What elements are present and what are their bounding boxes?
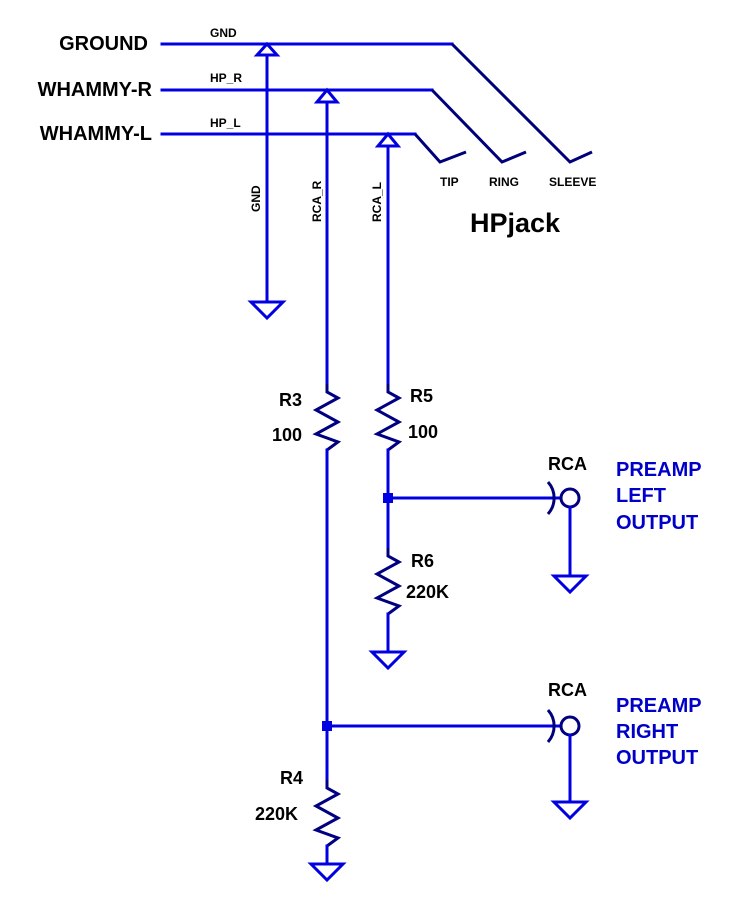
rca-connector-left bbox=[546, 481, 590, 595]
hpjack-title: HPjack bbox=[470, 208, 561, 238]
resistor-r6-body bbox=[373, 548, 403, 616]
net-name-gnd-vertical: GND bbox=[249, 185, 263, 212]
rca-left-label-line-2: LEFT bbox=[616, 485, 666, 507]
net-tie-rca-r-arrow bbox=[313, 87, 341, 104]
ground-symbol-rca-right bbox=[550, 800, 590, 821]
hpjack-ring-contact bbox=[430, 88, 527, 164]
rca-left-shell bbox=[546, 481, 556, 515]
net-tie-gnd-arrow bbox=[253, 41, 281, 57]
hpjack-symbol bbox=[413, 42, 593, 164]
net-label-whammy-r: WHAMMY-R bbox=[38, 79, 153, 101]
ground-symbol-r6 bbox=[368, 650, 408, 671]
rca-right-label-line-1: PREAMP bbox=[616, 695, 702, 717]
ground-symbol-rca-left bbox=[550, 574, 590, 595]
resistor-r3-body bbox=[312, 384, 342, 452]
resistor-r4 bbox=[312, 780, 342, 848]
resistor-r4-ref: R4 bbox=[280, 768, 303, 788]
rca-connector-right bbox=[546, 709, 590, 821]
rca-left-ref: RCA bbox=[548, 454, 587, 474]
rca-right-pin bbox=[559, 715, 581, 737]
rca-left-label-line-1: PREAMP bbox=[616, 459, 702, 481]
hpjack-pin-ring: RING bbox=[489, 175, 519, 189]
rca-right-label-line-2: RIGHT bbox=[616, 721, 678, 743]
resistor-r3 bbox=[312, 384, 342, 452]
rca-right-shell bbox=[546, 709, 556, 743]
net-name-hp-l: HP_L bbox=[210, 116, 241, 130]
resistor-r6-value: 220K bbox=[406, 582, 449, 602]
hpjack-pin-sleeve: SLEEVE bbox=[549, 175, 596, 189]
rca-left-pin bbox=[559, 487, 581, 509]
net-label-ground: GROUND bbox=[59, 33, 148, 55]
net-tie-rca-l-arrow bbox=[374, 131, 402, 148]
ground-symbol-gnd-net bbox=[247, 300, 287, 321]
rca-right-ref: RCA bbox=[548, 680, 587, 700]
rca-left-label-line-3: OUTPUT bbox=[616, 512, 698, 534]
resistor-r3-ref: R3 bbox=[279, 390, 302, 410]
junction-left bbox=[383, 493, 393, 503]
net-name-rca-l: RCA_L bbox=[370, 182, 384, 222]
hpjack-sleeve-contact bbox=[450, 42, 593, 164]
junction-right bbox=[322, 721, 332, 731]
hpjack-pin-tip: TIP bbox=[440, 175, 459, 189]
resistor-r4-value: 220K bbox=[255, 804, 298, 824]
net-name-hp-r: HP_R bbox=[210, 71, 242, 85]
resistor-r4-body bbox=[312, 780, 342, 848]
resistor-r5-ref: R5 bbox=[410, 386, 433, 406]
resistor-r5-body bbox=[373, 384, 403, 452]
net-name-rca-r: RCA_R bbox=[310, 180, 324, 222]
resistor-r5-value: 100 bbox=[408, 422, 438, 442]
resistor-r6 bbox=[373, 548, 403, 616]
resistor-r5 bbox=[373, 384, 403, 452]
hpjack-tip-contact bbox=[413, 133, 467, 164]
net-label-whammy-l: WHAMMY-L bbox=[40, 123, 152, 145]
ground-symbol-r4 bbox=[307, 862, 347, 883]
resistor-r6-ref: R6 bbox=[411, 551, 434, 571]
net-name-gnd: GND bbox=[210, 26, 237, 40]
resistor-r3-value: 100 bbox=[272, 425, 302, 445]
rca-right-label-line-3: OUTPUT bbox=[616, 747, 698, 769]
